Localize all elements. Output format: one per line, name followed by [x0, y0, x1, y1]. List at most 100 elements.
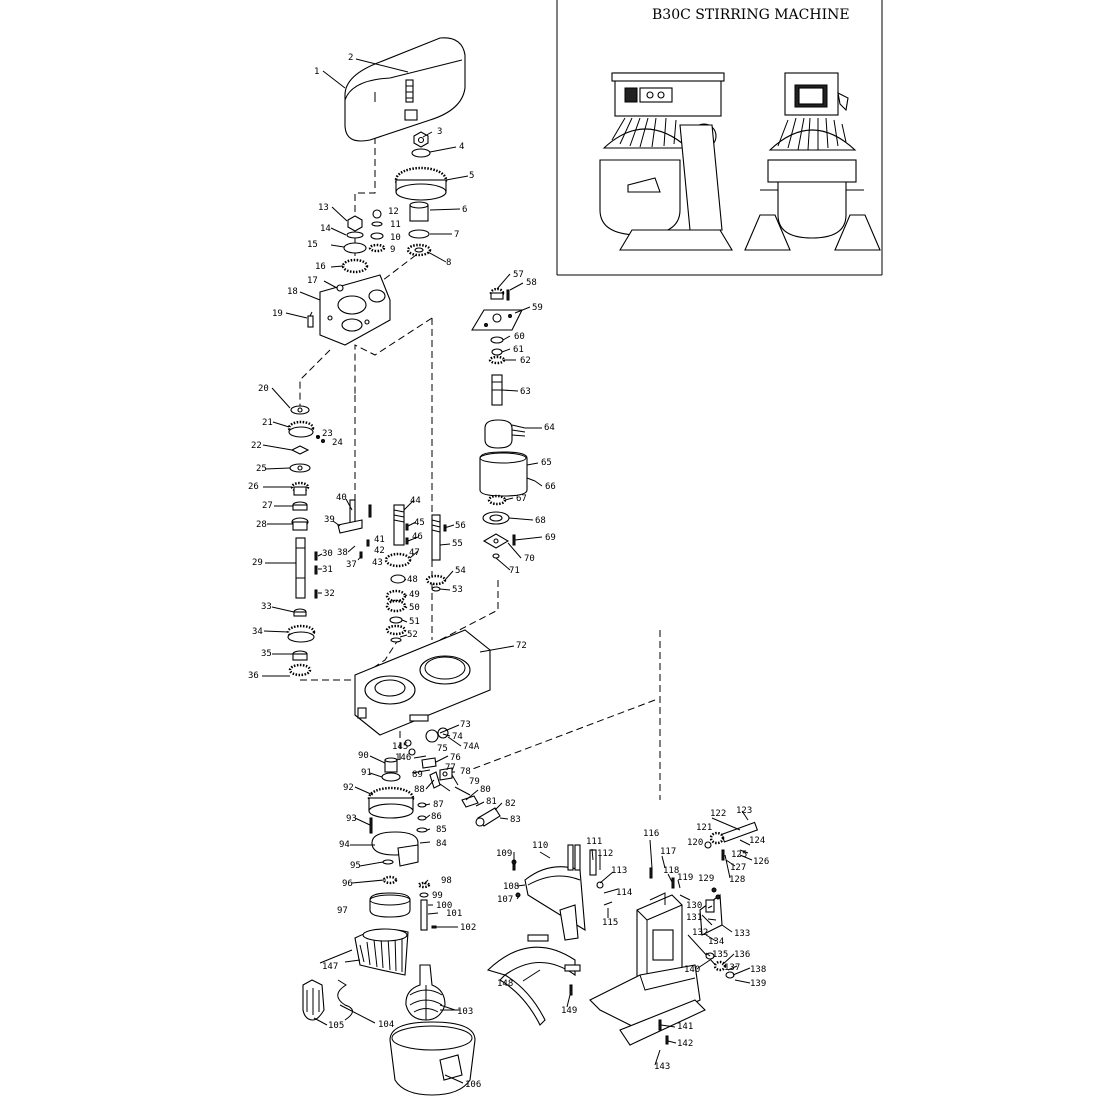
part-label-132: 132: [692, 928, 708, 938]
part-label-16: 16: [315, 262, 326, 272]
part-label-18: 18: [287, 287, 298, 297]
part-label-81: 81: [486, 797, 497, 807]
part-label-33: 33: [261, 602, 272, 612]
part-label-106: 106: [465, 1080, 481, 1090]
part-label-21: 21: [262, 418, 273, 428]
part-label-131: 131: [686, 913, 702, 923]
part-label-5: 5: [469, 171, 474, 181]
part-label-133: 133: [734, 929, 750, 939]
part-label-74: 74: [452, 732, 463, 742]
part-label-99: 99: [432, 891, 443, 901]
part-label-43: 43: [372, 558, 383, 568]
inset-machine-views: B30C STIRRING MACHINE: [556, 0, 883, 276]
part-label-1: 1: [314, 67, 319, 77]
part-label-44: 44: [410, 496, 421, 506]
part-label-109: 109: [496, 849, 512, 859]
part-label-142: 142: [677, 1039, 693, 1049]
part-label-30: 30: [322, 549, 333, 559]
part-label-79: 79: [469, 777, 480, 787]
part-label-101: 101: [446, 909, 462, 919]
part-label-10: 10: [390, 233, 401, 243]
part-label-58: 58: [526, 278, 537, 288]
part-label-15: 15: [307, 240, 318, 250]
part-label-74A: 74A: [463, 742, 480, 752]
part-label-19: 19: [272, 309, 283, 319]
diagram-title: B30C STIRRING MACHINE: [652, 7, 850, 23]
part-label-98: 98: [441, 876, 452, 886]
part-label-124: 124: [749, 836, 765, 846]
part-label-86: 86: [431, 812, 442, 822]
part-label-87: 87: [433, 800, 444, 810]
part-label-36: 36: [248, 671, 259, 681]
part-label-28: 28: [256, 520, 267, 530]
top-cover-assembly: [344, 37, 466, 142]
part-label-14: 14: [320, 224, 331, 234]
part-label-117: 117: [660, 847, 676, 857]
part-label-123: 123: [736, 806, 752, 816]
part-label-130: 130: [686, 901, 702, 911]
part-label-46: 46: [412, 532, 423, 542]
part-label-40: 40: [336, 493, 347, 503]
part-label-62: 62: [520, 356, 531, 366]
part-label-32: 32: [324, 589, 335, 599]
handwheel-assembly: [704, 821, 759, 861]
part-label-24: 24: [332, 438, 343, 448]
part-label-70: 70: [524, 554, 535, 564]
part-label-68: 68: [535, 516, 546, 526]
part-label-114: 114: [616, 888, 632, 898]
part-label-76: 76: [450, 753, 461, 763]
part-label-83: 83: [510, 815, 521, 825]
part-label-77: 77: [445, 763, 456, 773]
part-label-125: 125: [731, 850, 747, 860]
front-view-illustration: [599, 72, 733, 251]
part-label-64: 64: [544, 423, 555, 433]
part-label-113: 113: [611, 866, 627, 876]
part-label-23: 23: [322, 429, 333, 439]
part-label-85: 85: [436, 825, 447, 835]
part-label-73: 73: [460, 720, 471, 730]
part-label-51: 51: [409, 617, 420, 627]
part-label-48: 48: [407, 575, 418, 585]
part-label-115: 115: [602, 918, 618, 928]
planetary-head-assembly: [471, 287, 536, 559]
part-label-25: 25: [256, 464, 267, 474]
gear-stack-upper-left: [341, 209, 386, 274]
gear-housing: [354, 629, 491, 736]
part-label-102: 102: [460, 923, 476, 933]
part-label-61: 61: [513, 345, 524, 355]
part-label-42: 42: [374, 546, 385, 556]
part-label-136: 136: [734, 950, 750, 960]
part-number-labels: 1 2 3 4 5 6 7 8 9 10 11 12 13 14 15 16 1…: [248, 53, 769, 1090]
part-label-54: 54: [455, 566, 466, 576]
part-label-141: 141: [677, 1022, 693, 1032]
part-label-94: 94: [339, 840, 350, 850]
part-label-92: 92: [343, 783, 354, 793]
part-label-119: 119: [677, 873, 693, 883]
part-label-88: 88: [414, 785, 425, 795]
part-label-116: 116: [643, 829, 659, 839]
part-label-80: 80: [480, 785, 491, 795]
part-label-60: 60: [514, 332, 525, 342]
base-frame: [589, 964, 706, 1046]
part-label-137: 137: [724, 963, 740, 973]
right-small-shaft: [425, 514, 447, 592]
part-label-97: 97: [337, 906, 348, 916]
part-label-56: 56: [455, 521, 466, 531]
part-label-118: 118: [663, 866, 679, 876]
part-label-145: 145: [392, 742, 408, 752]
part-label-47: 47: [409, 548, 420, 558]
part-label-13: 13: [318, 203, 329, 213]
assembly-dashed-lines: [299, 137, 661, 800]
part-label-11: 11: [390, 220, 401, 230]
part-label-9: 9: [390, 245, 395, 255]
bowl-arm-assembly: [511, 844, 613, 941]
part-label-120: 120: [687, 838, 703, 848]
part-label-17: 17: [307, 276, 318, 286]
part-label-50: 50: [409, 603, 420, 613]
part-label-128: 128: [729, 875, 745, 885]
part-label-147: 147: [322, 962, 338, 972]
part-label-93: 93: [346, 814, 357, 824]
part-label-104: 104: [378, 1020, 394, 1030]
top-cover: [344, 37, 466, 142]
